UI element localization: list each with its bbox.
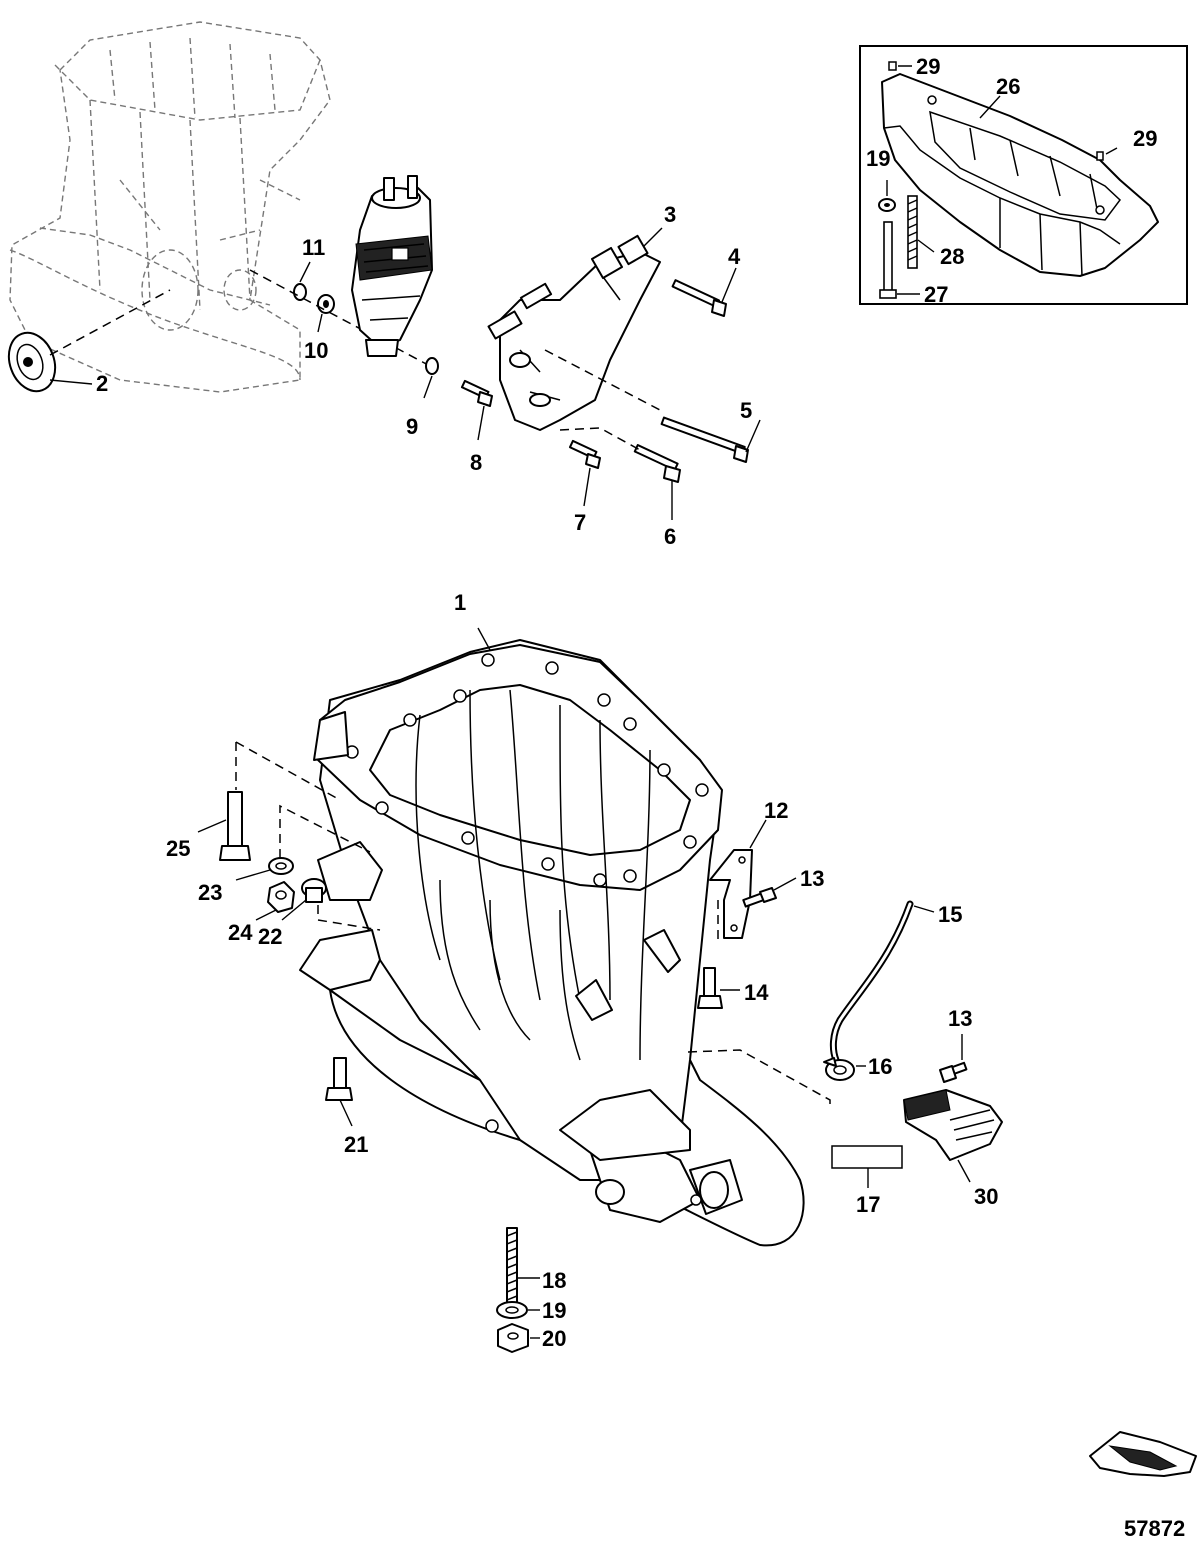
nut-24-part [267, 881, 295, 913]
bolt-14-part [697, 967, 723, 1009]
callout-8: 8 [470, 450, 482, 475]
callout-25: 25 [166, 836, 190, 861]
callout-16: 16 [868, 1054, 892, 1079]
grommet-part [293, 283, 307, 301]
callout-12: 12 [764, 798, 788, 823]
callout-20: 20 [542, 1326, 566, 1351]
inset-callout-29b: 29 [1133, 126, 1157, 151]
decal-17-part [831, 1145, 903, 1169]
callout-11: 11 [302, 235, 325, 260]
callout-30: 30 [974, 1184, 998, 1209]
plug-icon [888, 61, 897, 71]
filter-assembly-part [351, 175, 433, 357]
callout-18: 18 [542, 1268, 566, 1293]
callout-19: 19 [542, 1298, 566, 1323]
bracket-12-part [709, 849, 753, 939]
ghost-driveshaft-housing [9, 21, 331, 393]
trim-tab-30-part [903, 1089, 1003, 1161]
orientation-icon [1089, 1431, 1197, 1477]
callout-22: 22 [258, 924, 282, 949]
callout-9: 9 [406, 414, 418, 439]
screw-13-part [742, 887, 777, 908]
callout-10: 10 [304, 338, 328, 363]
callout-7: 7 [574, 510, 586, 535]
cover-cap-part [7, 331, 57, 393]
plug-icon [1096, 151, 1104, 161]
adapter-plate-part [881, 73, 1159, 277]
stud-18-part [506, 1227, 518, 1309]
callout-1: 1 [454, 590, 466, 615]
callout-17: 17 [856, 1192, 880, 1217]
stud-icon [907, 195, 918, 269]
callout-24: 24 [228, 920, 253, 945]
callout-3: 3 [664, 202, 676, 227]
driveshaft-housing-part [299, 639, 805, 1247]
screw-7-part [568, 439, 601, 469]
washer-23-part [268, 857, 294, 875]
callout-4: 4 [728, 244, 741, 269]
nut-20-part [497, 1323, 529, 1353]
long-bolt-icon [879, 221, 897, 299]
callout-23: 23 [198, 880, 222, 905]
clip-16-part [823, 1057, 855, 1081]
washer-part-9 [425, 357, 439, 375]
screw-13b-part [939, 1061, 968, 1083]
screw-6-part [633, 444, 681, 483]
inset-callout-19: 19 [866, 146, 890, 171]
inset-callout-26: 26 [996, 74, 1020, 99]
washer-19-part [496, 1301, 528, 1319]
inset-callout-28: 28 [940, 244, 964, 269]
bolt-25-part [219, 791, 251, 861]
callout-2: 2 [96, 371, 108, 396]
hose-15-part [829, 900, 914, 1064]
long-screw-5-part [660, 416, 749, 463]
inset-callout-29: 29 [916, 54, 940, 79]
inset-callout-27: 27 [924, 282, 948, 307]
bolt-21-part [325, 1057, 353, 1101]
seal-washer-part [317, 294, 335, 314]
screw-8-part [460, 379, 493, 407]
callout-15: 15 [938, 902, 962, 927]
screw-4-part [671, 279, 727, 317]
figure-number: 57872 [1124, 1516, 1185, 1541]
callout-21: 21 [344, 1132, 368, 1157]
callout-5: 5 [740, 398, 752, 423]
callout-14: 14 [744, 980, 769, 1005]
plug-22-part [301, 878, 327, 903]
callout-13b: 13 [948, 1006, 972, 1031]
filter-bracket-part [487, 234, 661, 431]
callout-13: 13 [800, 866, 824, 891]
callout-6: 6 [664, 524, 676, 549]
inset-panel: 29 26 29 19 28 27 [859, 45, 1188, 307]
